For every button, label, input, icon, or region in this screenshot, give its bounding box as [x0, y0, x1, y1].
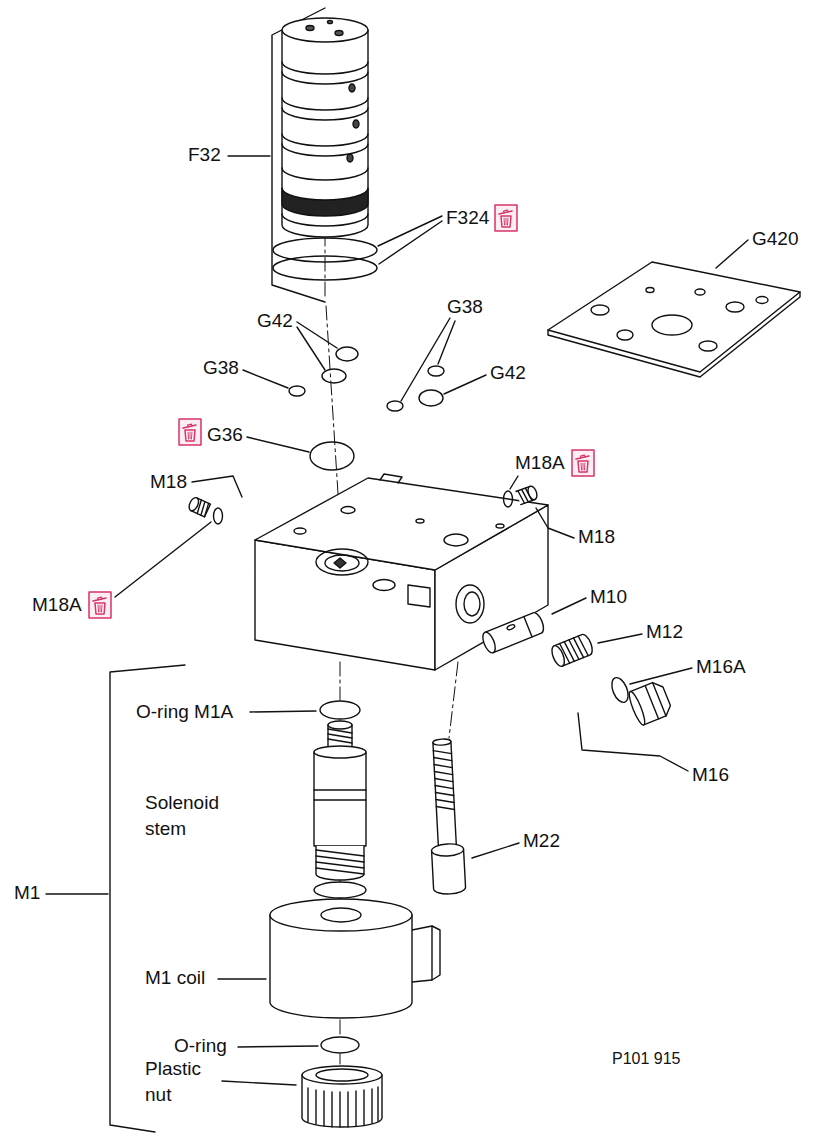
part-label: M10: [590, 586, 627, 608]
part-label: P101 915: [612, 1050, 681, 1068]
solenoid-stem: [314, 721, 366, 880]
o-ring: [273, 256, 377, 280]
part-label: G420: [752, 228, 798, 250]
o-ring: [428, 366, 444, 376]
part-label: O-ring: [174, 1035, 227, 1057]
leader-line: [536, 508, 574, 538]
o-ring: [321, 1037, 359, 1053]
cap-screw: [426, 738, 466, 894]
part-label: G42: [257, 310, 293, 332]
o-ring: [314, 882, 366, 898]
leader-line: [378, 216, 442, 264]
leader-line: [238, 1046, 318, 1047]
set-screw: [549, 633, 594, 668]
washer: [609, 675, 632, 704]
leader-line: [552, 598, 586, 614]
leader-line: [630, 668, 692, 684]
leader-line: [578, 713, 688, 771]
leader-line: [218, 978, 266, 979]
plug-cap: [627, 680, 674, 727]
discard-icon: [89, 592, 111, 618]
valve-spool: [480, 611, 546, 655]
part-label: M16A: [696, 656, 746, 678]
part-label: F32: [188, 144, 221, 166]
part-label: Solenoid stem: [145, 790, 240, 841]
part-label: M18: [578, 526, 615, 548]
solenoid-coil: [270, 899, 440, 1018]
part-label: G42: [490, 362, 526, 384]
part-label: G36: [207, 424, 243, 446]
part-label: F324: [446, 207, 489, 229]
part-label: M12: [646, 621, 683, 643]
o-ring: [322, 369, 346, 383]
o-ring: [419, 390, 443, 406]
o-ring: [320, 701, 360, 719]
part-label: M1 coil: [145, 967, 205, 989]
part-label: M18A: [515, 452, 565, 474]
leader-line: [46, 893, 108, 894]
gasket-plate: [548, 262, 800, 377]
valve-block: [255, 474, 548, 670]
part-label: M1: [14, 882, 40, 904]
leader-line: [297, 322, 337, 370]
part-label: G38: [203, 357, 239, 379]
leader-line: [250, 711, 316, 712]
o-ring: [273, 238, 377, 262]
part-label: M18: [150, 471, 187, 493]
leader-line: [444, 375, 486, 394]
leader-line: [598, 634, 642, 643]
leader-line: [243, 370, 288, 388]
o-ring: [387, 401, 403, 411]
discard-icon: [179, 419, 201, 445]
part-label: M22: [523, 830, 560, 852]
part-label: M16: [692, 764, 729, 786]
discard-icon: [495, 205, 517, 231]
leader-line: [222, 1081, 296, 1085]
washer: [214, 508, 223, 524]
washer: [504, 491, 513, 507]
plug-screw: [516, 485, 539, 505]
o-ring: [289, 386, 305, 396]
leader-line: [115, 522, 211, 597]
plastic-nut: [302, 1066, 382, 1127]
valve-cartridge: [282, 18, 368, 237]
leader-line: [401, 318, 455, 401]
part-label: G38: [447, 296, 483, 318]
discard-icon: [572, 450, 594, 476]
plug-screw: [187, 496, 210, 517]
leader-line: [247, 437, 309, 452]
leader-line: [510, 476, 518, 489]
leader-line: [472, 843, 519, 858]
o-ring: [336, 347, 358, 361]
o-ring: [310, 442, 354, 470]
leader-line: [192, 476, 242, 497]
part-label: M18A: [32, 594, 82, 616]
part-label: O-ring M1A: [136, 701, 233, 723]
leader-line: [228, 155, 270, 156]
part-label: Plastic nut: [145, 1056, 223, 1107]
leader-line: [716, 240, 748, 268]
